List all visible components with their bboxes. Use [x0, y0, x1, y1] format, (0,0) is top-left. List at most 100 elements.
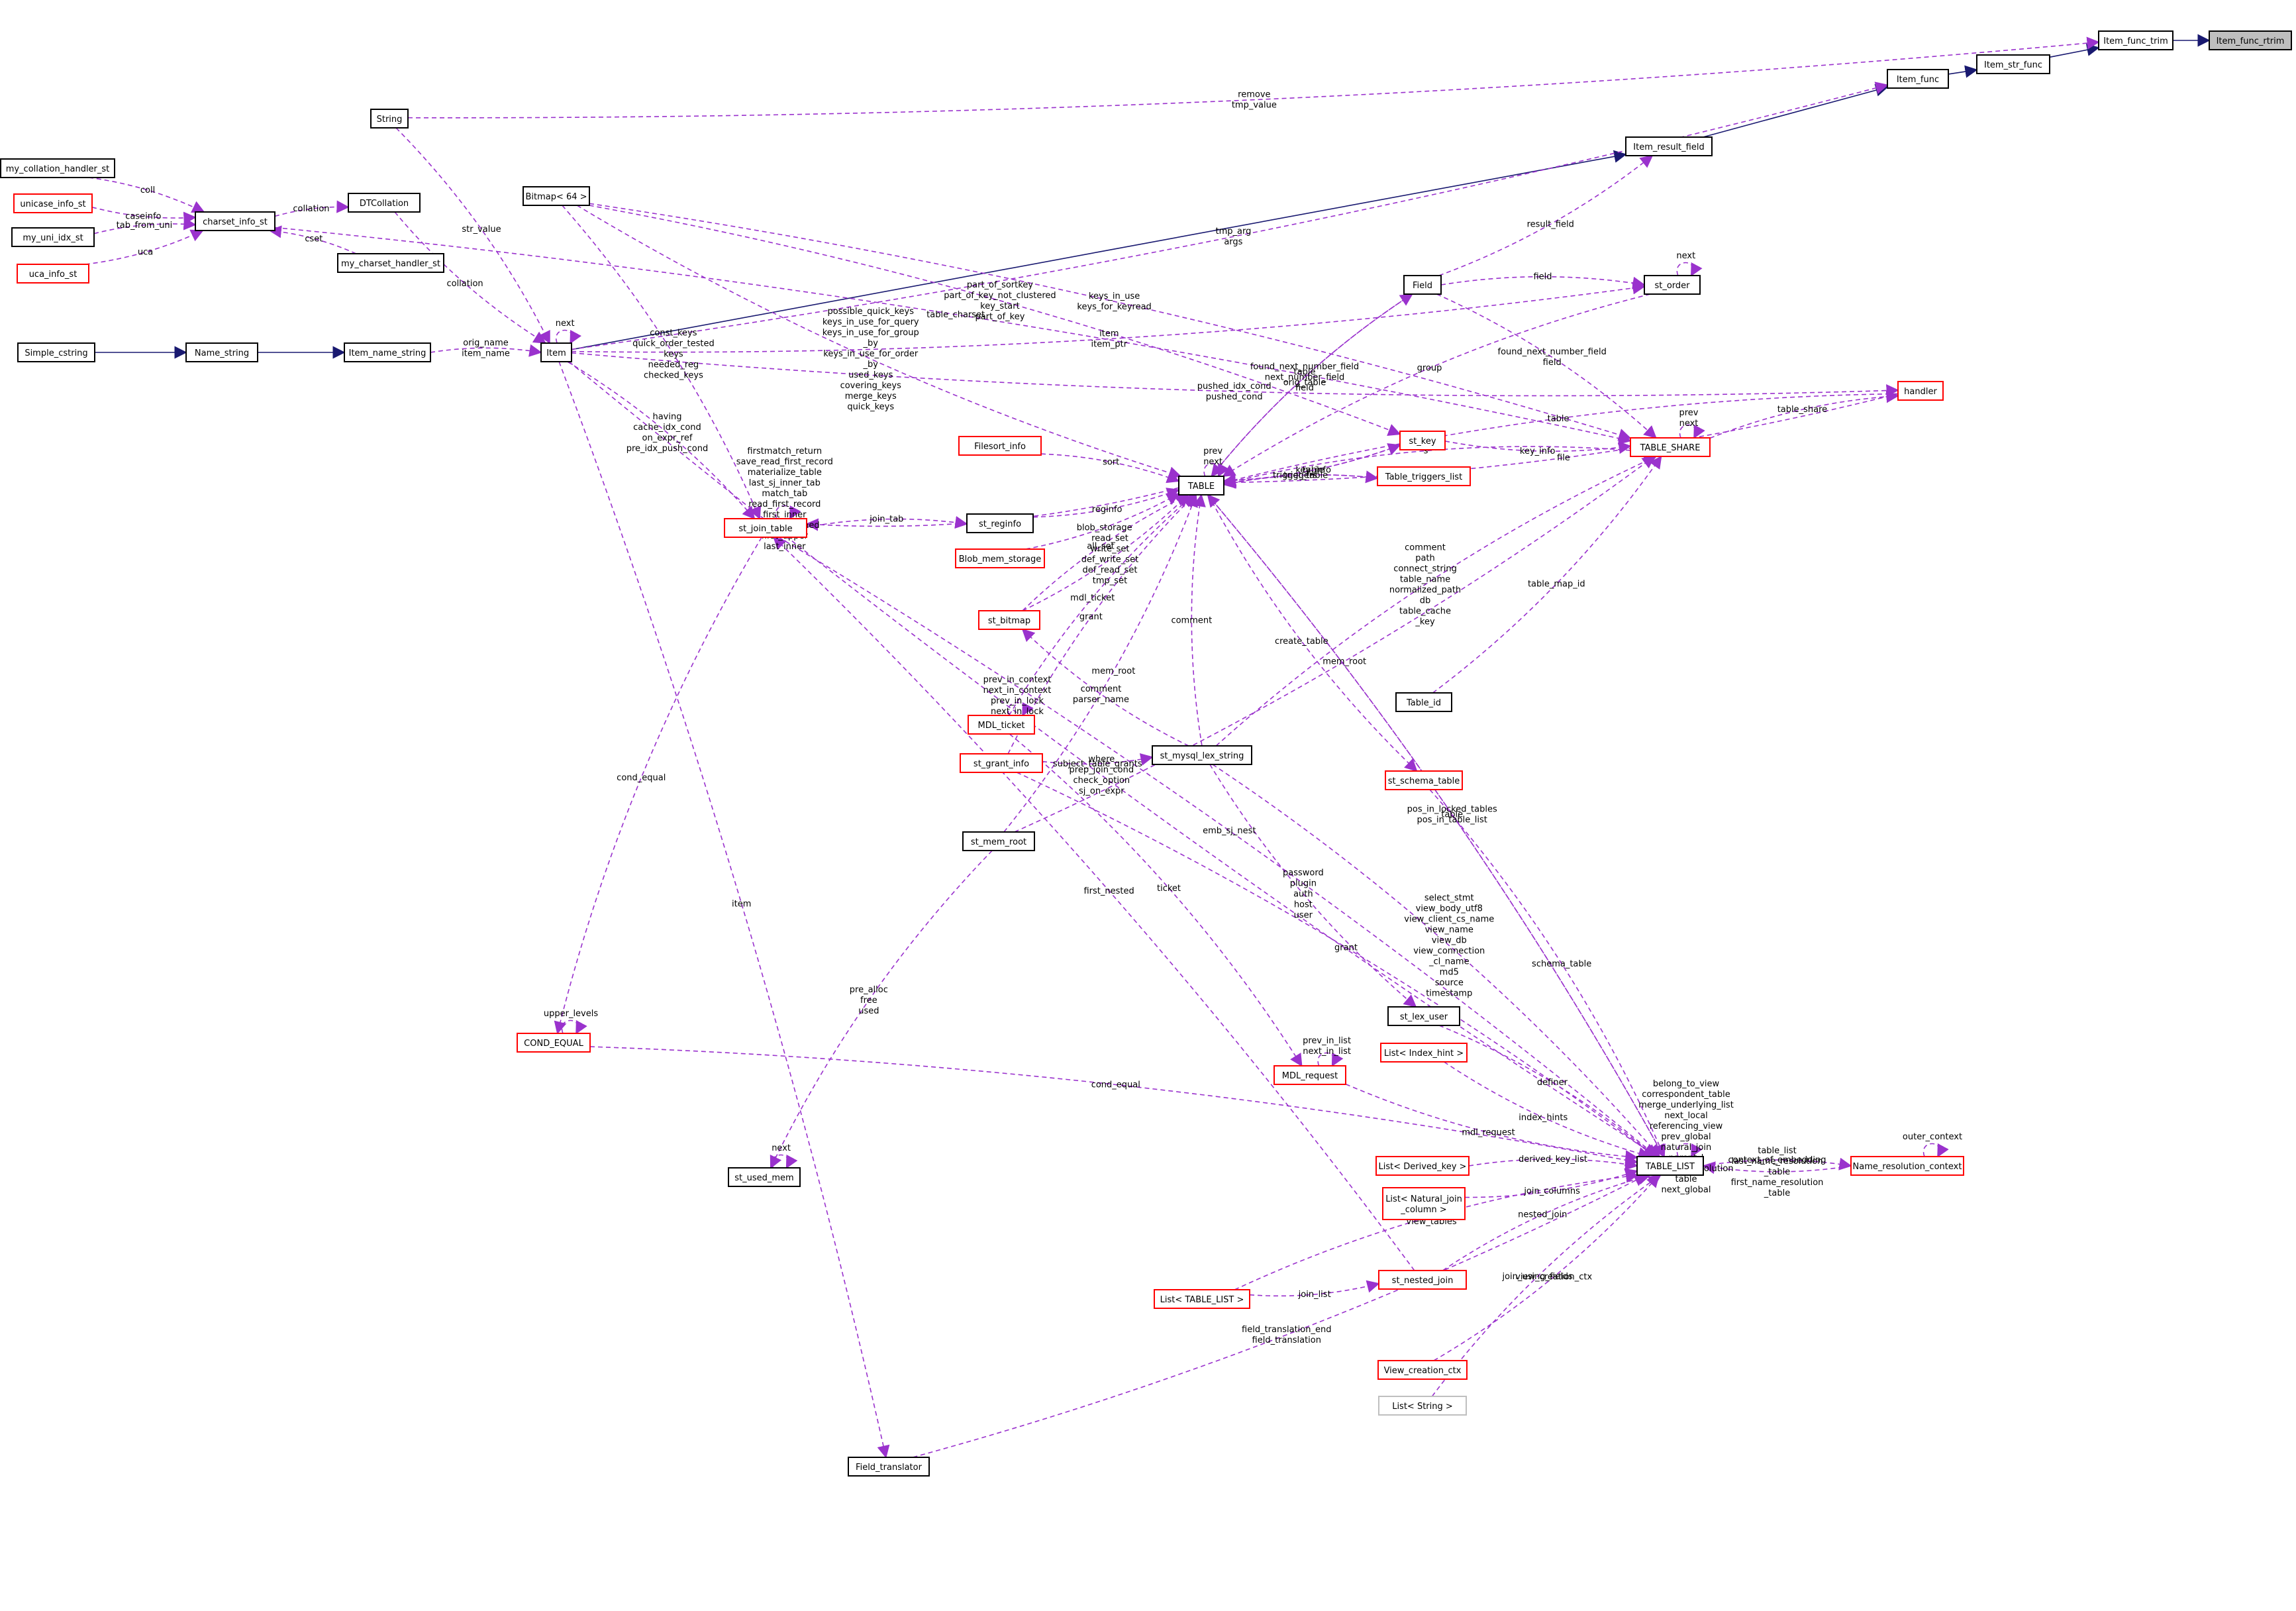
class-node-charset-info-st[interactable]: charset_info_st [195, 211, 275, 231]
usage-edge-list_derived_key-to-table_list [1468, 1157, 1638, 1170]
class-node-label: String [377, 115, 403, 125]
class-node-table-share[interactable]: TABLE_SHARE [1630, 437, 1711, 457]
class-node-name-string[interactable]: Name_string [185, 342, 258, 362]
class-node-name-resolution-context[interactable]: Name_resolution_context [1850, 1156, 1964, 1176]
edge-label-st_order-to-table: group [1417, 364, 1442, 374]
class-node-label: Item [546, 348, 566, 358]
edge-label-st_join_table-to-table_list: emb_sj_nest [1203, 826, 1256, 836]
class-node-label: Item_func_rtrim [2217, 36, 2285, 46]
edge-label-filesort_info-to-table: sort [1103, 457, 1119, 467]
class-node-label: TABLE [1187, 482, 1215, 492]
edge-label-string-to-item: str_value [462, 225, 501, 234]
class-node-item[interactable]: Item [540, 342, 572, 362]
class-node-st-key[interactable]: st_key [1399, 431, 1446, 450]
usage-edge-name_resolution_context-to-name_resolution_context [1922, 1143, 1949, 1158]
class-node-cond-equal[interactable]: COND_EQUAL [517, 1033, 591, 1053]
class-node-list-natural-join-column[interactable]: List< Natural_join_column > [1382, 1187, 1466, 1220]
class-node-label: st_mysql_lex_string [1160, 751, 1244, 761]
class-node-label: uca_info_st [29, 270, 77, 280]
class-node-st-mysql-lex-string[interactable]: st_mysql_lex_string [1152, 745, 1252, 765]
class-node-st-schema-table[interactable]: st_schema_table [1385, 770, 1463, 790]
class-node-label: Item_name_string [349, 348, 426, 358]
edge-label-cond_equal-to-cond_equal: upper_levels [544, 1009, 598, 1019]
edge-label-field-to-st_order: field [1533, 272, 1552, 282]
usage-edge-my_charset_handler_st-to-charset_info_st [268, 225, 357, 254]
class-node-my-uni-idx-st[interactable]: my_uni_idx_st [11, 227, 95, 247]
class-node-st-lex-user[interactable]: st_lex_user [1387, 1006, 1460, 1026]
usage-edge-item-to-item_func [571, 81, 1889, 350]
class-node-label: Table_triggers_list [1385, 472, 1462, 482]
usage-edge-st_bitmap-to-table [1022, 494, 1189, 611]
class-node-table[interactable]: TABLE [1178, 476, 1224, 495]
class-node-mdl-ticket[interactable]: MDL_ticket [968, 715, 1035, 735]
class-node-label: View_creation_ctx [1384, 1366, 1462, 1376]
class-node-simple-cstring[interactable]: Simple_cstring [17, 342, 95, 362]
class-node-st-grant-info[interactable]: st_grant_info [960, 753, 1043, 773]
class-node-label: Filesort_info [974, 442, 1026, 452]
edge-label-mdl_ticket-to-table: mdl_ticket [1070, 593, 1115, 603]
usage-edge-st_mysql_lex_string-to-table_share [1215, 455, 1658, 747]
class-node-st-reginfo[interactable]: st_reginfo [966, 513, 1034, 533]
class-node-item-name-string[interactable]: Item_name_string [344, 342, 431, 362]
class-node-dtcollation[interactable]: DTCollation [348, 193, 421, 213]
class-node-my-charset-handler-st[interactable]: my_charset_handler_st [337, 253, 444, 273]
class-node-item-func[interactable]: Item_func [1887, 69, 1949, 89]
usage-edge-table-to-table [1203, 462, 1230, 478]
class-node-st-used-mem[interactable]: st_used_mem [728, 1167, 801, 1187]
class-node-uca-info-st[interactable]: uca_info_st [17, 264, 89, 284]
class-node-label: handler [1904, 387, 1937, 397]
class-node-item-str-func[interactable]: Item_str_func [1976, 54, 2050, 74]
class-node-field[interactable]: Field [1403, 275, 1442, 295]
class-node-item-result-field[interactable]: Item_result_field [1625, 136, 1713, 156]
class-node-st-mem-root[interactable]: st_mem_root [962, 831, 1035, 851]
class-node-st-order[interactable]: st_order [1644, 275, 1701, 295]
usage-edge-st_lex_user-to-table_list [1438, 1025, 1656, 1158]
class-node-st-join-table[interactable]: st_join_table [724, 518, 807, 538]
class-node-table-triggers-list[interactable]: Table_triggers_list [1377, 466, 1471, 486]
class-node-unicase-info-st[interactable]: unicase_info_st [13, 193, 93, 213]
usage-edge-mdl_ticket-to-table [1009, 494, 1195, 716]
class-node-label: Item_func [1897, 75, 1939, 85]
class-node-table-list[interactable]: TABLE_LIST [1636, 1156, 1704, 1176]
class-node-filesort-info[interactable]: Filesort_info [958, 436, 1042, 456]
usage-edge-item-to-st_order [571, 282, 1646, 353]
class-node-mdl-request[interactable]: MDL_request [1273, 1065, 1346, 1085]
usage-edge-unicase_info_st-to-charset_info_st [91, 207, 197, 225]
usage-edge-st_used_mem-to-st_used_mem [772, 1154, 798, 1169]
edge-label-my_uni_idx_st-to-charset_info_st: tab_from_uni [117, 221, 173, 231]
class-node-item-func-trim[interactable]: Item_func_trim [2098, 30, 2173, 50]
usage-edge-st_nested_join-to-table_list [1442, 1172, 1652, 1271]
class-node-blob-mem-storage[interactable]: Blob_mem_storage [955, 548, 1045, 568]
class-node-view-creation-ctx[interactable]: View_creation_ctx [1377, 1360, 1468, 1380]
class-node-bitmap[interactable]: Bitmap< 64 > [523, 186, 590, 206]
class-node-st-bitmap[interactable]: st_bitmap [978, 610, 1040, 630]
class-node-label: Item_str_func [1984, 60, 2042, 70]
usage-edge-item-to-field_translator [558, 361, 890, 1459]
class-node-label: my_collation_handler_st [6, 164, 110, 174]
usage-edge-st_grant_info-to-table [1007, 494, 1196, 754]
edge-label-uca_info_st-to-charset_info_st: uca [138, 248, 153, 258]
class-node-handler[interactable]: handler [1897, 381, 1944, 401]
class-node-field-translator[interactable]: Field_translator [848, 1457, 930, 1477]
class-node-my-collation-handler-st[interactable]: my_collation_handler_st [0, 158, 115, 178]
class-node-label: st_key [1409, 437, 1436, 446]
edge-label-st_reginfo-to-table: reginfo [1092, 505, 1123, 515]
usage-edge-st_mysql_lex_string-to-st_lex_user [1209, 764, 1417, 1008]
class-node-string[interactable]: String [370, 109, 409, 129]
usage-edge-table_list-to-table [1207, 494, 1665, 1157]
class-node-label: List< TABLE_LIST > [1160, 1295, 1244, 1305]
class-node-list-string[interactable]: List< String > [1378, 1396, 1467, 1416]
class-node-list-table-list[interactable]: List< TABLE_LIST > [1154, 1289, 1250, 1309]
class-node-table-id[interactable]: Table_id [1395, 692, 1452, 712]
class-node-list-derived-key[interactable]: List< Derived_key > [1375, 1156, 1470, 1176]
class-node-st-nested-join[interactable]: st_nested_join [1378, 1270, 1467, 1290]
edge-label-list_natural_join_column-to-table_list: join_columns [1523, 1186, 1580, 1196]
class-node-list-index-hint[interactable]: List< Index_hint > [1380, 1043, 1468, 1063]
